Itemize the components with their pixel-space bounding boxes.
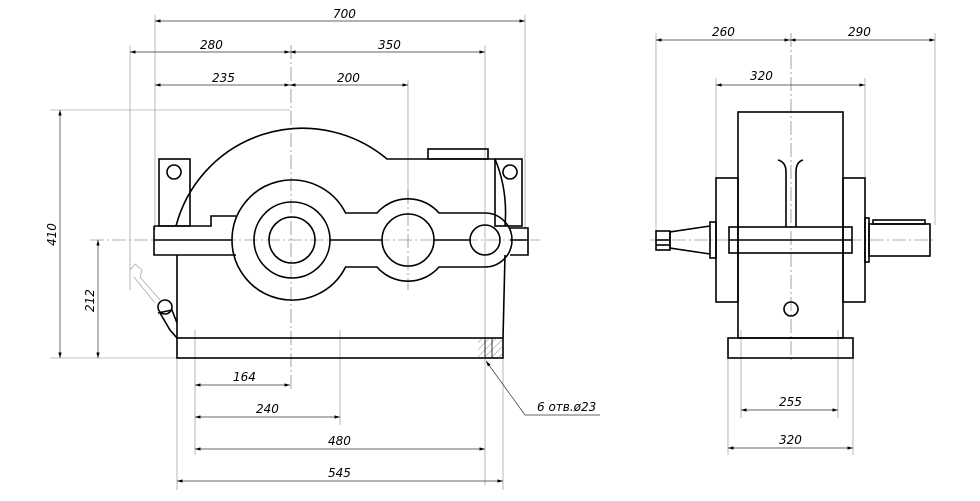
housing [129, 127, 529, 359]
dim-545: 545 [328, 466, 351, 480]
hatched-hole-section [478, 338, 503, 358]
split-flange [153, 215, 236, 256]
dim-200: 200 [337, 71, 360, 85]
left-lifting-lug [158, 158, 191, 227]
input-shaft [655, 221, 717, 259]
dim-164: 164 [233, 370, 256, 384]
hole-note-leader [485, 360, 600, 416]
dim-235: 235 [212, 71, 235, 85]
dim-280: 280 [200, 38, 223, 52]
output-bearing-cover [469, 224, 501, 256]
dim-255: 255 [779, 395, 802, 409]
output-shaft [864, 217, 931, 263]
oil-dipstick [129, 263, 178, 339]
extension-lines [50, 15, 526, 490]
dim-290: 290 [848, 25, 871, 39]
dim-480: 480 [328, 434, 351, 448]
extension-lines [655, 33, 936, 455]
input-bearing-cover [253, 201, 331, 279]
intermediate-bearing-cover [381, 213, 435, 267]
inspection-cover [427, 148, 489, 160]
dim-320-base: 320 [779, 433, 802, 447]
dim-410: 410 [45, 223, 59, 246]
housing-side [655, 111, 931, 359]
bearing-boss-contour [231, 179, 513, 301]
dim-212: 212 [83, 289, 97, 312]
hole-note: 6 отв.ø23 [537, 400, 596, 414]
input-bearing-bore [268, 216, 316, 264]
dimension-lines [58, 19, 600, 483]
dim-320-top: 320 [750, 69, 773, 83]
front-view: 700 280 350 235 200 410 212 164 240 480 … [45, 7, 600, 490]
dim-700: 700 [333, 7, 356, 21]
dimension-lines [656, 38, 935, 450]
side-view: 260 290 320 255 320 [650, 25, 936, 455]
dim-350: 350 [378, 38, 401, 52]
dim-240: 240 [256, 402, 279, 416]
dim-260: 260 [712, 25, 735, 39]
